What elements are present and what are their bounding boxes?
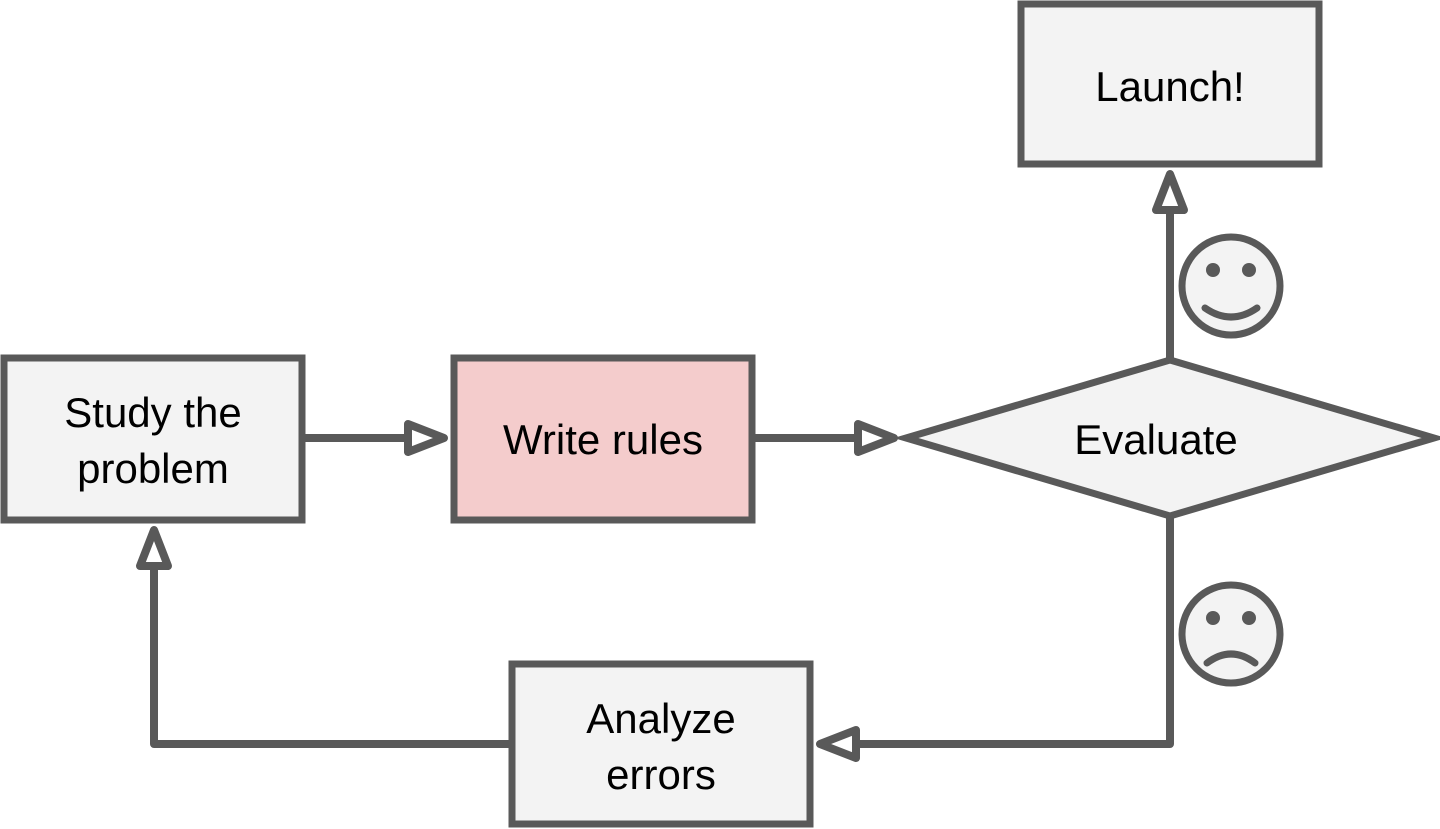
edge-analyze-to-study xyxy=(150,562,512,748)
node-launch xyxy=(1017,0,1323,168)
sad-face-icon xyxy=(1178,581,1284,687)
node-write-rules xyxy=(450,354,756,524)
node-analyze-label-line1: Analyze xyxy=(586,695,735,742)
node-analyze-label-line2: errors xyxy=(606,751,716,798)
node-study-label-line1: Study the xyxy=(64,389,241,436)
node-study-the-problem xyxy=(0,354,306,524)
node-launch-label: Launch! xyxy=(1095,63,1244,110)
happy-face-icon xyxy=(1178,233,1284,339)
node-analyze-errors xyxy=(508,660,814,828)
arrowhead-analyze xyxy=(816,726,860,762)
node-write-rules-label: Write rules xyxy=(503,416,703,463)
node-evaluate xyxy=(893,356,1440,520)
arrowhead-write xyxy=(404,420,448,456)
arrowhead-study xyxy=(136,526,172,570)
arrowhead-launch xyxy=(1152,170,1188,214)
edge-evaluate-to-analyze xyxy=(850,518,1174,748)
arrowhead-evaluate xyxy=(854,420,898,456)
node-evaluate-label: Evaluate xyxy=(1074,416,1237,463)
node-study-label-line2: problem xyxy=(77,445,229,492)
